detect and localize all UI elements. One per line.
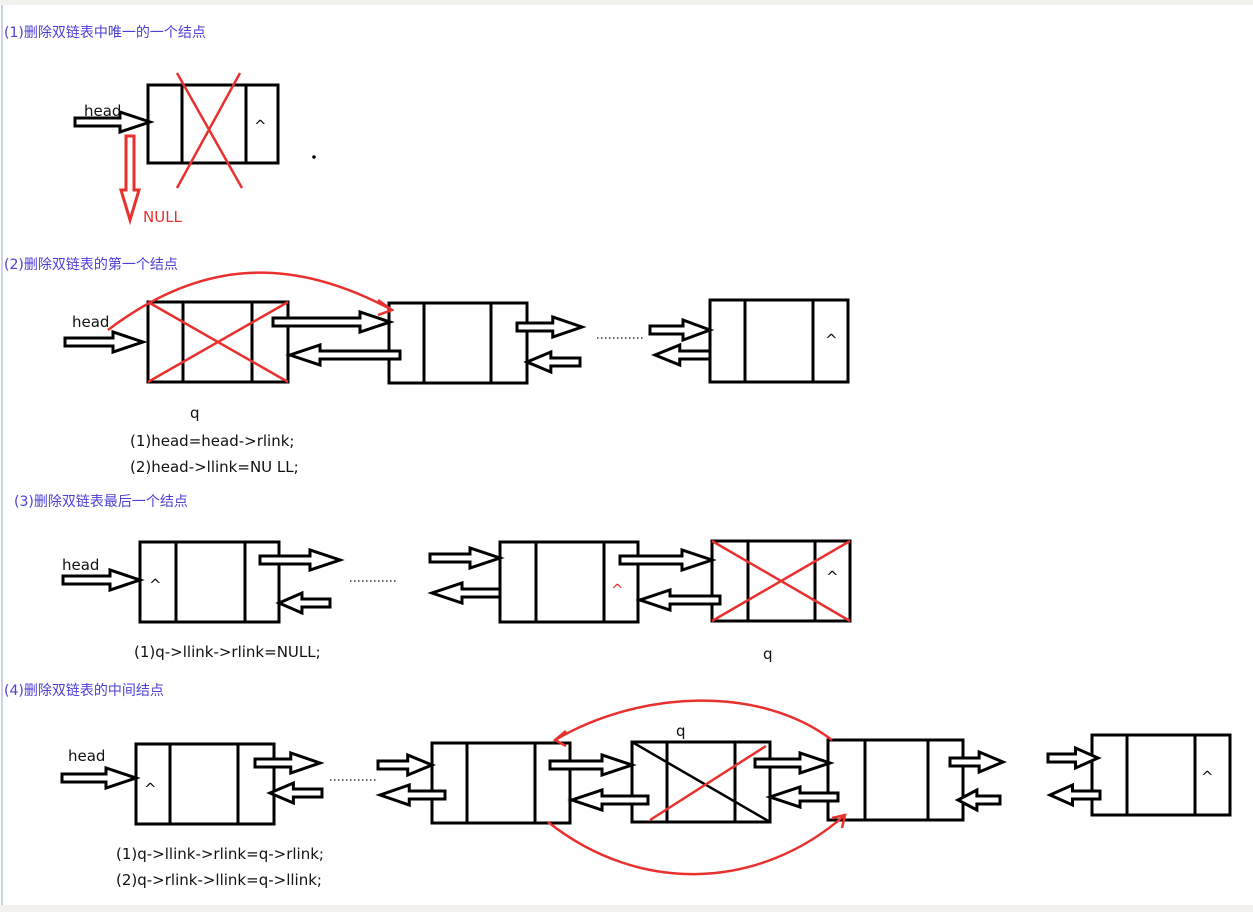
right-arrow — [948, 749, 1007, 775]
right-arrow — [753, 750, 835, 776]
delete-cross — [175, 72, 242, 189]
null-label: NULL — [143, 208, 183, 226]
link-arrows — [61, 545, 722, 616]
section-4: (4)删除双链表的中间结点 ^ q ^ head (1)q->llink->rl… — [4, 683, 1232, 889]
q-label: q — [190, 404, 200, 422]
node-prev — [498, 540, 640, 624]
section-1: (1)删除双链表中唯一的一个结点 ^ head NULL — [4, 25, 316, 226]
left-arrow — [523, 349, 582, 375]
right-arrow — [73, 109, 155, 135]
node-only — [146, 83, 280, 165]
right-arrow — [63, 329, 148, 355]
delete-cross — [711, 539, 851, 623]
left-arrow — [285, 342, 402, 368]
left-arrow — [650, 342, 712, 368]
q-label: q — [676, 722, 686, 740]
head-label: head — [84, 102, 121, 120]
null-caret: ^ — [254, 117, 267, 135]
left-arrow — [266, 780, 324, 806]
null-caret: ^ — [1201, 768, 1214, 786]
right-arrow — [548, 752, 637, 778]
node-next — [826, 738, 965, 822]
node-first — [134, 742, 276, 826]
node-first-deleted — [146, 300, 290, 384]
code-line-2: (2)q->rlink->llink=q->llink; — [116, 871, 322, 889]
relink-arrowhead — [552, 730, 567, 748]
left-arrow — [567, 787, 650, 813]
right-arrow — [258, 547, 345, 573]
right-arrow — [648, 317, 715, 343]
relink-arrowhead — [831, 813, 847, 829]
left-arrow — [635, 587, 722, 613]
delete-cross-black — [631, 740, 771, 824]
code-line-1: (1)q->llink->rlink=NULL; — [134, 643, 321, 661]
delete-cross — [649, 744, 767, 822]
node-last-deleted — [710, 539, 852, 623]
right-arrow — [61, 567, 145, 593]
null-caret: ^ — [826, 568, 839, 586]
delete-cross — [147, 300, 289, 384]
left-arrow — [275, 590, 332, 616]
right-arrow — [271, 309, 395, 335]
head-label: head — [62, 556, 99, 574]
section-2-title: (2)删除双链表的第一个结点 — [4, 256, 178, 273]
node-prev — [430, 741, 572, 825]
null-arrow — [118, 134, 142, 226]
new-null-caret: ^ — [611, 581, 624, 599]
left-arrow — [375, 782, 447, 808]
node-first — [138, 540, 281, 624]
dot-mark — [312, 155, 316, 159]
link-arrows — [63, 309, 715, 375]
left-arrow — [765, 784, 840, 810]
link-arrows — [60, 745, 1102, 813]
right-arrow — [428, 545, 505, 571]
null-caret: ^ — [825, 331, 838, 349]
down-arrow — [118, 134, 142, 226]
q-label: q — [763, 645, 773, 663]
right-arrow — [253, 750, 325, 776]
null-caret: ^ — [144, 780, 157, 798]
right-arrow — [1046, 745, 1102, 771]
node-last — [708, 298, 850, 384]
left-arrow — [954, 787, 1002, 813]
relink-curve — [107, 271, 393, 331]
node-last — [1090, 733, 1232, 817]
right-arrow — [376, 752, 436, 778]
right-arrow — [60, 765, 141, 791]
page-background — [0, 5, 1253, 905]
right-arrow — [618, 547, 717, 573]
node-second — [387, 301, 529, 385]
head-label: head — [68, 747, 105, 765]
section-2: (2)删除双链表的第一个结点 ^ head q (1)head=head->rl… — [4, 256, 850, 476]
section-4-title: (4)删除双链表的中间结点 — [4, 683, 164, 699]
relink-curve-rlink — [547, 814, 846, 876]
right-arrow — [515, 314, 587, 340]
code-line-2: (2)head->llink=NU LL; — [130, 458, 299, 476]
section-3: (3)删除双链表最后一个结点 ^ ^ ^ head (1)q->llink->r… — [14, 494, 852, 663]
left-arrow — [1046, 782, 1102, 808]
relink-arrowhead — [377, 298, 395, 317]
section-3-title: (3)删除双链表最后一个结点 — [14, 494, 188, 510]
section-1-title: (1)删除双链表中唯一的一个结点 — [4, 25, 206, 41]
relink-curve-llink — [554, 699, 833, 742]
left-arrow — [427, 580, 502, 606]
code-line-1: (1)q->llink->rlink=q->rlink; — [116, 845, 324, 863]
head-label: head — [72, 313, 109, 331]
code-line-1: (1)head=head->rlink; — [130, 432, 294, 450]
head-arrow — [73, 109, 155, 135]
null-caret: ^ — [149, 576, 162, 594]
